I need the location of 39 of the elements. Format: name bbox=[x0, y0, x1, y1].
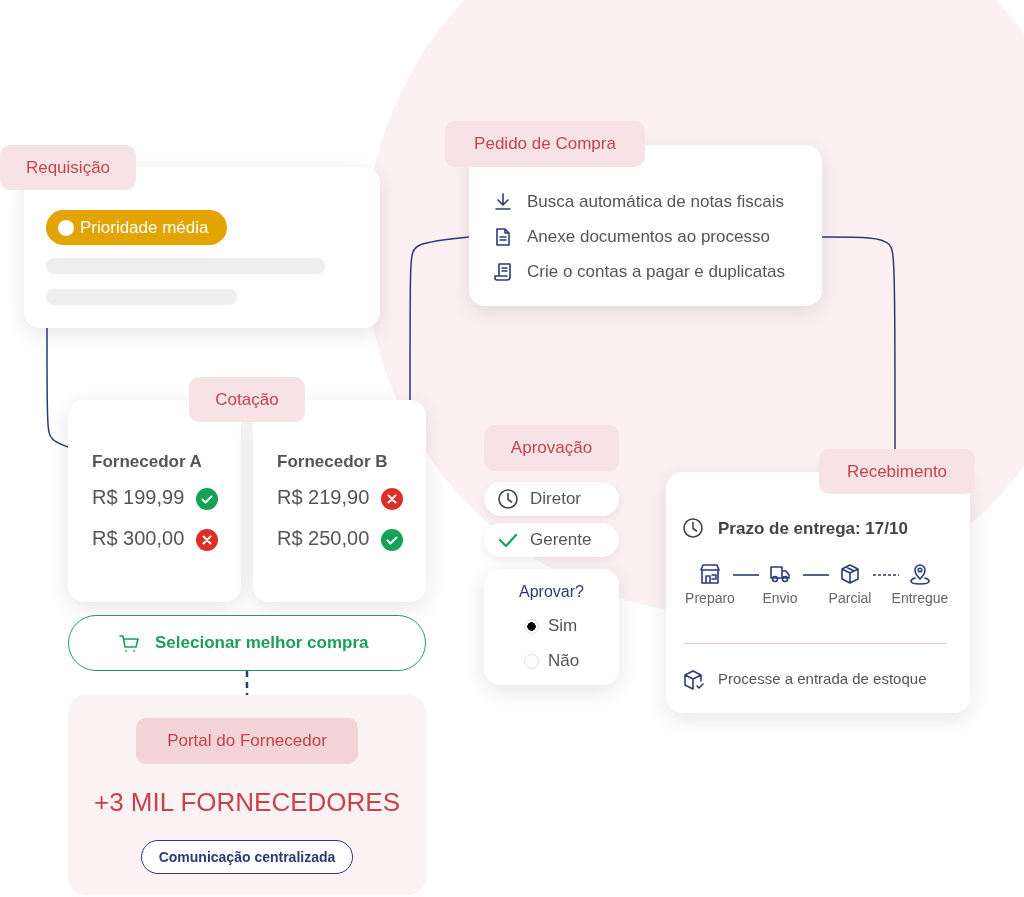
approver-pill bbox=[484, 482, 619, 516]
text-label: Selecionar melhor compra bbox=[155, 633, 369, 653]
connector-line bbox=[409, 236, 470, 401]
text-label: Fornecedor A bbox=[92, 452, 202, 472]
section-tag: Pedido de Compra bbox=[445, 121, 645, 167]
text-label: Busca automática de notas fiscais bbox=[527, 192, 785, 212]
text-label: R$ 199,99 bbox=[92, 486, 185, 509]
text-label: Parcial bbox=[827, 590, 873, 606]
text-label: Preparo bbox=[684, 590, 736, 606]
text-label: Anexe documentos ao processo bbox=[527, 227, 770, 247]
text-label: R$ 300,00 bbox=[92, 527, 185, 550]
text-label: Sim bbox=[548, 616, 578, 636]
text-label: Diretor bbox=[530, 489, 581, 509]
connector-line bbox=[245, 671, 249, 695]
section-tag: Cotação bbox=[189, 377, 305, 422]
text-label: Envio bbox=[761, 590, 799, 606]
text-label: Prazo de entrega: 17/10 bbox=[718, 519, 908, 539]
info-pill: Comunicação centralizada bbox=[141, 840, 353, 874]
text-label: Não bbox=[548, 651, 580, 671]
section-tag: Requisição bbox=[0, 145, 136, 190]
approver-pill bbox=[484, 523, 619, 557]
text-label: Gerente bbox=[530, 530, 592, 550]
section-tag: Portal do Fornecedor bbox=[136, 718, 358, 764]
text-label: Crie o contas a pagar e duplicatas bbox=[527, 262, 785, 282]
connector-line bbox=[821, 236, 896, 450]
portal-panel bbox=[68, 695, 426, 895]
text-label: Fornecedor B bbox=[277, 452, 388, 472]
priority-badge: Prioridade média bbox=[46, 210, 227, 245]
text-label: R$ 250,00 bbox=[277, 527, 370, 550]
connector-line bbox=[46, 327, 69, 448]
text-label: +3 MIL FORNECEDORES bbox=[92, 787, 401, 818]
section-tag: Aprovação bbox=[484, 425, 619, 471]
text-label: Aprovar? bbox=[518, 583, 585, 601]
approval-card bbox=[484, 569, 619, 685]
section-tag: Recebimento bbox=[819, 449, 975, 494]
text-label: Entregue bbox=[890, 590, 950, 606]
text-label: Processe a entrada de estoque bbox=[718, 670, 927, 687]
text-label: R$ 219,90 bbox=[277, 486, 370, 509]
select-button bbox=[68, 615, 426, 671]
